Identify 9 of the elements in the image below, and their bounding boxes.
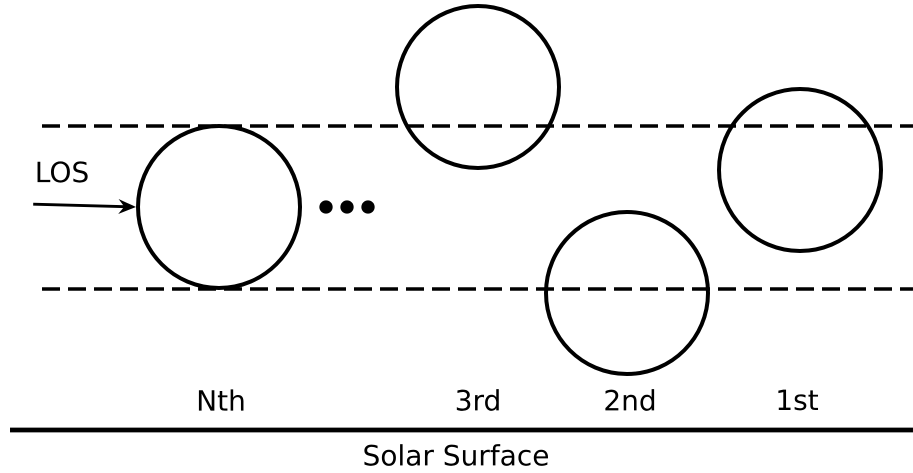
ordinal-label: Nth xyxy=(198,389,244,411)
ordinal-label: 1st xyxy=(778,390,818,410)
surface-label: Solar Surface xyxy=(364,444,548,466)
circle xyxy=(136,124,302,290)
circle xyxy=(544,210,710,376)
ordinal-label: 3rd xyxy=(456,389,499,411)
circle xyxy=(717,87,883,253)
circle xyxy=(395,4,561,170)
los-label: LOS xyxy=(38,161,88,183)
